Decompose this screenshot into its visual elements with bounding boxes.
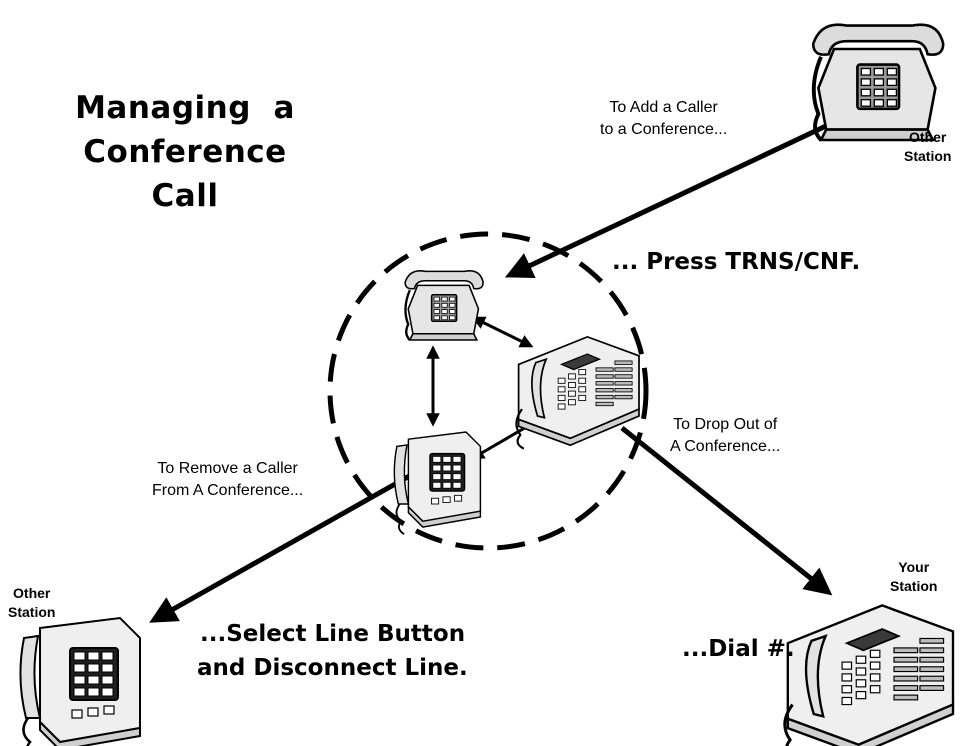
add-caller-label-line-1: To Add a Caller [609, 99, 718, 116]
drop-out-label-line-1: To Drop Out of [673, 416, 778, 433]
select-line-heading-line-2: and Disconnect Line. [197, 655, 468, 681]
other-station-top-phone-icon [811, 22, 946, 142]
drop-out-arrow [620, 426, 833, 596]
title-line-3: Call [151, 178, 219, 214]
remove-caller-label-line-2: From A Conference... [152, 482, 304, 499]
other-station-left-label: Other Station [8, 584, 55, 622]
conference-key-phone-icon [393, 431, 482, 536]
your-station-phone-icon [783, 603, 955, 746]
conference-circle [327, 231, 649, 551]
other-station-top-label-line-1: Other [909, 129, 947, 145]
your-station-label: Your Station [890, 558, 937, 596]
conference-desk-phone-icon [403, 269, 485, 342]
title-line-2: Conference [83, 134, 287, 170]
page-title: Managing a Conference Call [60, 86, 310, 218]
conference-exec-phone-icon [515, 335, 641, 450]
add-caller-label-line-2: to a Conference... [600, 121, 728, 138]
your-station-label-line-1: Your [898, 559, 930, 575]
select-line-heading: ...Select Line Button and Disconnect Lin… [197, 617, 468, 685]
your-station-label-line-2: Station [890, 578, 938, 594]
other-station-left-label-line-2: Station [8, 604, 56, 620]
remove-caller-label: To Remove a Caller From A Conference... [152, 458, 303, 502]
remove-caller-arrow [149, 467, 422, 623]
add-caller-arrow [505, 123, 828, 279]
other-station-top-label: Other Station [904, 128, 951, 166]
select-line-heading-line-1: ...Select Line Button [200, 621, 466, 647]
drop-out-label-line-2: A Conference... [670, 438, 781, 455]
title-line-1: Managing a [75, 90, 295, 126]
other-station-left-phone-icon [19, 616, 142, 746]
other-station-top-label-line-2: Station [904, 148, 952, 164]
remove-caller-label-line-1: To Remove a Caller [157, 460, 298, 477]
connector-arrow-top [471, 316, 534, 348]
dial-pound-heading: ...Dial #. [682, 636, 795, 662]
add-caller-label: To Add a Caller to a Conference... [600, 97, 727, 141]
drop-out-label: To Drop Out of A Conference... [670, 414, 780, 458]
other-station-left-label-line-1: Other [13, 585, 51, 601]
press-trns-cnf-heading: ... Press TRNS/CNF. [612, 249, 861, 275]
